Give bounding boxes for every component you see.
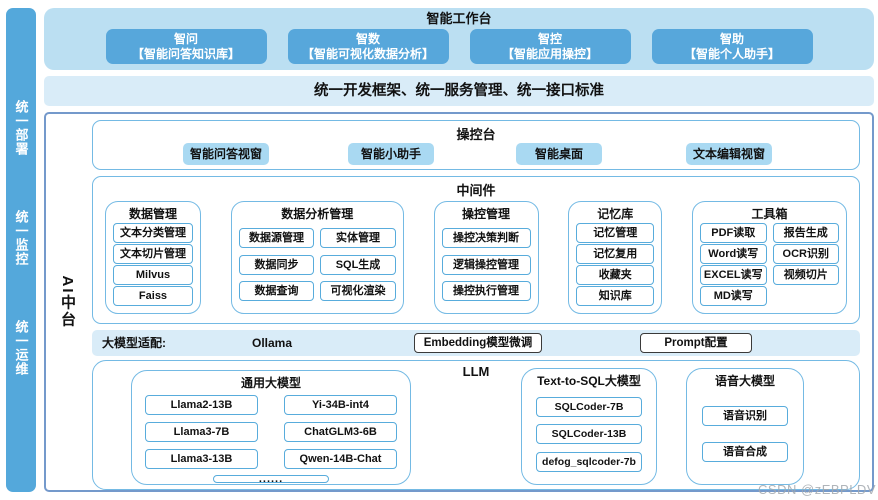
group-title: Text-to-SQL大模型 [537, 374, 641, 388]
module-item: 文本切片管理 [113, 244, 193, 264]
module-item: 数据同步 [238, 254, 315, 275]
module-item: 记忆复用 [576, 244, 655, 264]
app-desc: 【智能应用操控】 [501, 46, 598, 61]
model-item: Llama3-7B [145, 422, 258, 442]
app-card-zhikong: 智控 【智能应用操控】 [469, 29, 631, 64]
module-item: 文本分类管理 [113, 223, 193, 243]
console-title: 操控台 [456, 127, 496, 142]
platform-sections: 操控台 智能问答视窗 智能小助手 智能桌面 文本编辑视窗 中间件 数据管理 文本… [92, 114, 860, 490]
app-desc: 【智能可视化数据分析】 [301, 46, 434, 61]
model-item: Llama3-13B [145, 449, 258, 469]
pillar-item-monitor: 统一监控 [13, 210, 29, 266]
model-item: SQLCoder-7B [536, 396, 642, 417]
middleware-title: 中间件 [456, 183, 496, 198]
watermark: CSDN @zEBPLDV [758, 482, 876, 497]
ai-platform-label: AI中台 [59, 275, 76, 329]
model-item: ChatGLM3-6B [284, 422, 397, 442]
more-models-ellipsis: ...... [213, 474, 329, 485]
module-item: 实体管理 [320, 228, 396, 249]
app-desc: 【智能问答知识库】 [131, 46, 240, 61]
group-data-management: 数据管理 文本分类管理 文本切片管理 Milvus Faiss [105, 201, 201, 314]
adapter-item-ollama: Ollama [252, 336, 293, 350]
group-memory-library: 记忆库 记忆管理 记忆复用 收藏夹 知识库 [568, 201, 663, 314]
module-item: SQL生成 [320, 254, 396, 275]
group-title: 通用大模型 [240, 376, 301, 390]
adapter-item-prompt-config: Prompt配置 [640, 333, 752, 353]
group-title: 语音大模型 [714, 374, 775, 388]
app-card-zhiwen: 智问 【智能问答知识库】 [105, 29, 267, 64]
ai-platform-box: AI中台 操控台 智能问答视窗 智能小助手 智能桌面 文本编辑视窗 中间件 数据… [44, 112, 874, 492]
group-text-to-sql-llm: Text-to-SQL大模型 SQLCoder-7B SQLCoder-13B … [521, 368, 657, 485]
llm-title: LLM [462, 364, 490, 379]
app-name: 智助 [719, 31, 744, 46]
left-pillar-bar: 统一部署 统一监控 统一运维 [6, 8, 36, 492]
adapter-item-embedding-finetune: Embedding模型微调 [414, 333, 542, 353]
middleware-groups: 数据管理 文本分类管理 文本切片管理 Milvus Faiss 数据分析管理 数… [105, 201, 847, 314]
module-item: 数据源管理 [238, 228, 315, 249]
pillar-item-ops: 统一运维 [13, 320, 29, 376]
module-item: 操控执行管理 [441, 280, 531, 301]
group-title: 操控管理 [461, 207, 510, 221]
module-item: EXCEL读写 [700, 265, 767, 285]
adapter-label: 大模型适配: [102, 336, 166, 350]
module-item: 报告生成 [772, 223, 839, 243]
module-item: 收藏夹 [576, 265, 655, 285]
middleware-panel: 中间件 数据管理 文本分类管理 文本切片管理 Milvus Faiss 数据分析… [92, 176, 860, 324]
module-item: 逻辑操控管理 [441, 254, 531, 275]
module-item: 视频切片 [772, 265, 839, 285]
app-name: 智数 [355, 31, 380, 46]
app-name: 智控 [537, 31, 562, 46]
group-title: 数据分析管理 [281, 207, 354, 221]
console-chip-text-editor: 文本编辑视窗 [686, 143, 772, 165]
console-chip-qa-window: 智能问答视窗 [183, 143, 269, 165]
group-title: 记忆库 [597, 207, 634, 221]
module-item: 记忆管理 [576, 223, 655, 243]
llm-panel: LLM 通用大模型 Llama2-13B Yi-34B-int4 Llama3-… [92, 360, 860, 490]
module-item: 操控决策判断 [441, 228, 531, 249]
module-item: Milvus [113, 265, 193, 285]
pillar-item-deploy: 统一部署 [13, 100, 29, 156]
workbench-app-row: 智问 【智能问答知识库】 智数 【智能可视化数据分析】 智控 【智能应用操控】 … [44, 29, 874, 64]
module-item: OCR识别 [772, 244, 839, 264]
app-card-zhishu: 智数 【智能可视化数据分析】 [287, 29, 449, 64]
model-item: 语音合成 [702, 442, 788, 463]
module-item: 知识库 [576, 286, 655, 306]
group-general-llm: 通用大模型 Llama2-13B Yi-34B-int4 Llama3-7B C… [131, 370, 411, 485]
model-adapter-strip: 大模型适配: Ollama Embedding模型微调 Prompt配置 [92, 330, 860, 356]
group-title: 数据管理 [128, 207, 177, 221]
app-name: 智问 [173, 31, 198, 46]
model-item: Llama2-13B [145, 395, 258, 415]
model-item: defog_sqlcoder-7b [536, 451, 642, 472]
model-item: 语音识别 [702, 405, 788, 426]
group-title: 工具箱 [751, 207, 788, 221]
module-item: PDF读取 [700, 223, 767, 243]
console-panel: 操控台 智能问答视窗 智能小助手 智能桌面 文本编辑视窗 [92, 120, 860, 170]
model-item: SQLCoder-13B [536, 424, 642, 444]
app-card-zhizhu: 智助 【智能个人助手】 [651, 29, 813, 64]
module-item: Faiss [113, 286, 193, 306]
console-chip-desktop: 智能桌面 [516, 143, 602, 165]
module-item: MD读写 [700, 286, 767, 306]
workbench-title: 智能工作台 [426, 11, 492, 26]
group-control-management: 操控管理 操控决策判断 逻辑操控管理 操控执行管理 [433, 201, 539, 314]
console-chip-assistant: 智能小助手 [348, 143, 434, 165]
group-data-analysis: 数据分析管理 数据源管理 实体管理 数据同步 SQL生成 数据查询 可视化渲染 [230, 201, 404, 314]
group-voice-llm: 语音大模型 语音识别 语音合成 [686, 368, 804, 485]
model-item: Qwen-14B-Chat [284, 449, 397, 469]
module-item: 可视化渲染 [320, 280, 396, 301]
model-item: Yi-34B-int4 [284, 395, 397, 415]
group-toolbox: 工具箱 PDF读取 报告生成 Word读写 OCR识别 EXCEL读写 视频切片… [692, 201, 847, 314]
framework-strip: 统一开发框架、统一服务管理、统一接口标准 [44, 76, 874, 106]
module-item: 数据查询 [238, 280, 315, 301]
module-item: Word读写 [700, 244, 767, 264]
app-desc: 【智能个人助手】 [683, 46, 780, 61]
workbench-panel: 智能工作台 智问 【智能问答知识库】 智数 【智能可视化数据分析】 智控 【智能… [44, 8, 874, 70]
